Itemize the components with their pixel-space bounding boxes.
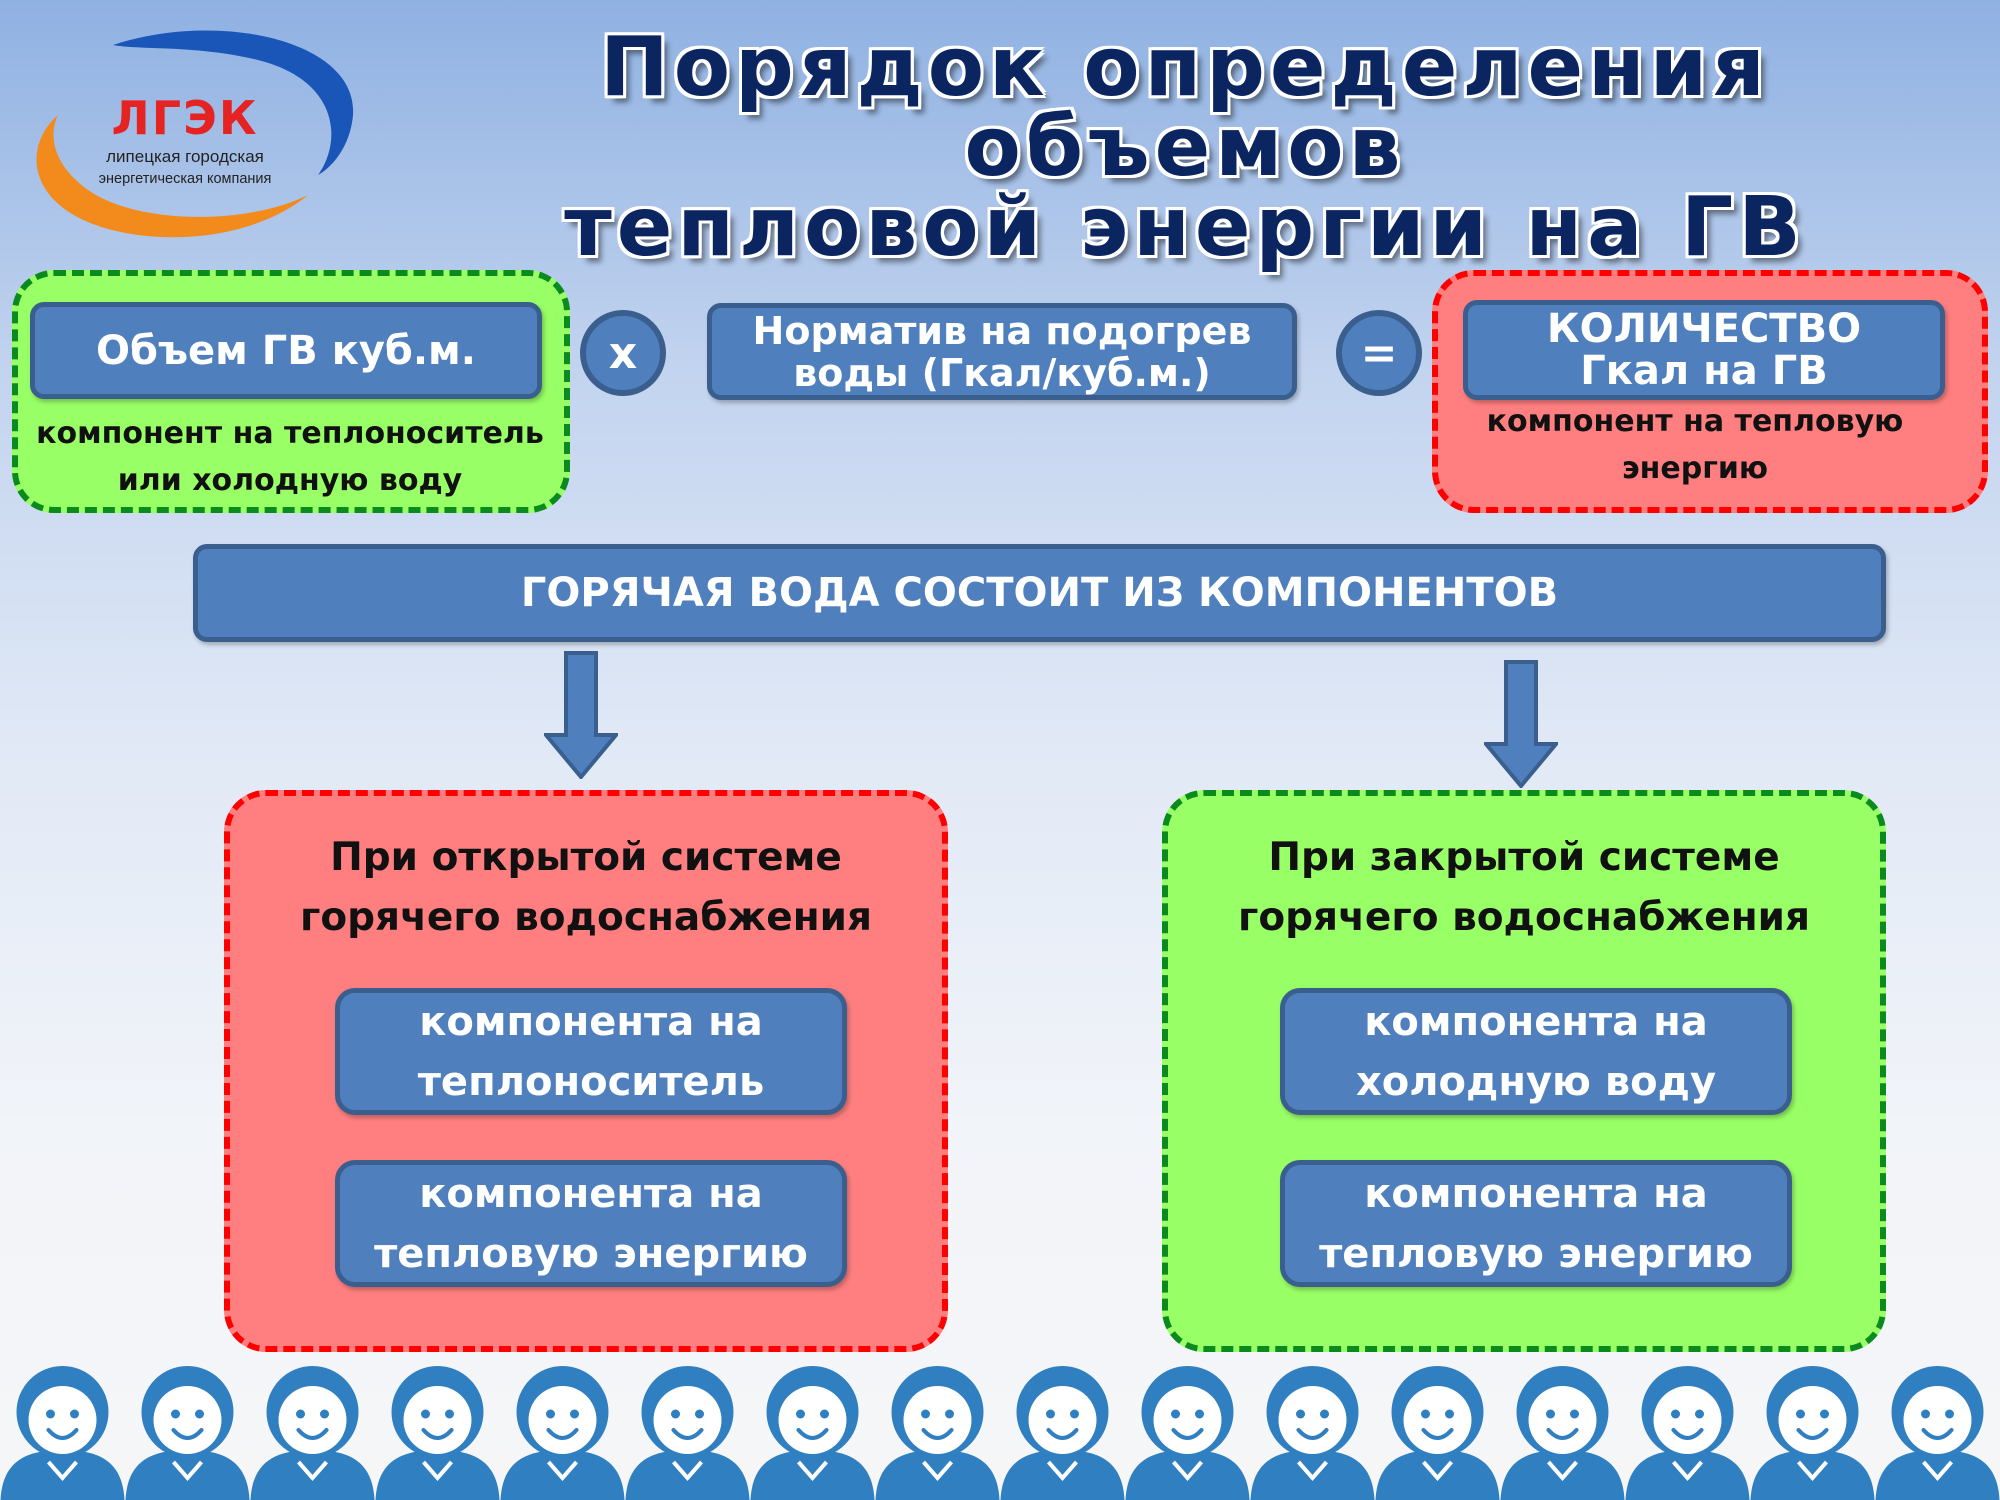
- multiply-label: x: [608, 327, 638, 379]
- person-icon: [1250, 1366, 1375, 1500]
- multiply-sign: x: [580, 310, 666, 396]
- logo-tagline-2: энергетическая компания: [98, 171, 272, 187]
- closed-system-title: При закрытой системе горячего водоснабже…: [1168, 828, 1880, 948]
- open-title-line-2: горячего водоснабжения: [299, 895, 873, 940]
- title-line-1: Порядок определения объемов: [600, 20, 1770, 195]
- logo-tagline-1: липецкая городская: [106, 147, 264, 166]
- quantity-line-2: Гкал на ГВ: [1580, 348, 1828, 394]
- person-icon: [1875, 1366, 2000, 1500]
- open-comp1-line-2: теплоноситель: [417, 1058, 765, 1105]
- person-icon: [500, 1366, 625, 1500]
- logo-swoosh-icon: [36, 30, 354, 238]
- volume-caption: компонент на теплоноситель или холодную …: [36, 416, 544, 498]
- person-icon: [750, 1366, 875, 1500]
- company-logo: [18, 20, 368, 250]
- person-icon: [1125, 1366, 1250, 1500]
- arrow-down-icon: [1484, 660, 1558, 788]
- page-title: Порядок определения объемов тепловой эне…: [400, 20, 1970, 275]
- closed-comp1-line-1: компонента на: [1364, 998, 1708, 1045]
- open-title-line-1: При открытой системе: [330, 835, 842, 880]
- open-component-coolant: компонента на теплоноситель: [335, 988, 847, 1115]
- open-comp2-line-2: тепловую энергию: [374, 1230, 808, 1277]
- equals-sign: =: [1336, 310, 1422, 396]
- quantity-caption: компонент на тепловую энергию: [1486, 404, 1904, 486]
- closed-title-line-2: горячего водоснабжения: [1237, 895, 1811, 940]
- closed-comp2-line-2: тепловую энергию: [1319, 1230, 1753, 1277]
- person-icon: [375, 1366, 500, 1500]
- norm-line-2: воды (Гкал/куб.м.): [793, 350, 1211, 395]
- quantity-box: КОЛИЧЕСТВО Гкал на ГВ: [1463, 300, 1945, 400]
- volume-box: Объем ГВ куб.м.: [30, 302, 542, 399]
- norm-box: Норматив на подогрев воды (Гкал/куб.м.): [707, 303, 1297, 400]
- logo-abbreviation: ЛГЭК: [111, 91, 259, 145]
- people-illustration: [0, 1366, 2000, 1500]
- open-comp2-line-1: компонента на: [419, 1170, 763, 1217]
- components-banner: ГОРЯЧАЯ ВОДА СОСТОИТ ИЗ КОМПОНЕНТОВ: [193, 544, 1886, 642]
- person-icon: [1000, 1366, 1125, 1500]
- volume-label: Объем ГВ куб.м.: [96, 327, 476, 374]
- open-comp1-line-1: компонента на: [419, 998, 763, 1045]
- person-icon: [0, 1366, 125, 1500]
- person-icon: [1375, 1366, 1500, 1500]
- person-icon: [1500, 1366, 1625, 1500]
- norm-line-1: Норматив на подогрев: [752, 308, 1252, 353]
- person-icon: [250, 1366, 375, 1500]
- open-component-heat: компонента на тепловую энергию: [335, 1160, 847, 1287]
- open-system-title: При открытой системе горячего водоснабже…: [230, 828, 942, 948]
- banner-label: ГОРЯЧАЯ ВОДА СОСТОИТ ИЗ КОМПОНЕНТОВ: [520, 570, 1559, 616]
- closed-comp2-line-1: компонента на: [1364, 1170, 1708, 1217]
- person-icon: [625, 1366, 750, 1500]
- arrow-down-icon: [544, 651, 618, 779]
- closed-comp1-line-2: холодную воду: [1355, 1058, 1717, 1105]
- title-line-2: тепловой энергии на ГВ: [564, 180, 1806, 275]
- person-icon: [875, 1366, 1000, 1500]
- closed-component-cold-water: компонента на холодную воду: [1280, 988, 1792, 1115]
- closed-title-line-1: При закрытой системе: [1268, 835, 1780, 880]
- equals-label: =: [1360, 327, 1398, 379]
- person-icon: [125, 1366, 250, 1500]
- person-icon: [1750, 1366, 1875, 1500]
- closed-component-heat: компонента на тепловую энергию: [1280, 1160, 1792, 1287]
- quantity-line-1: КОЛИЧЕСТВО: [1546, 306, 1862, 352]
- person-icon: [1625, 1366, 1750, 1500]
